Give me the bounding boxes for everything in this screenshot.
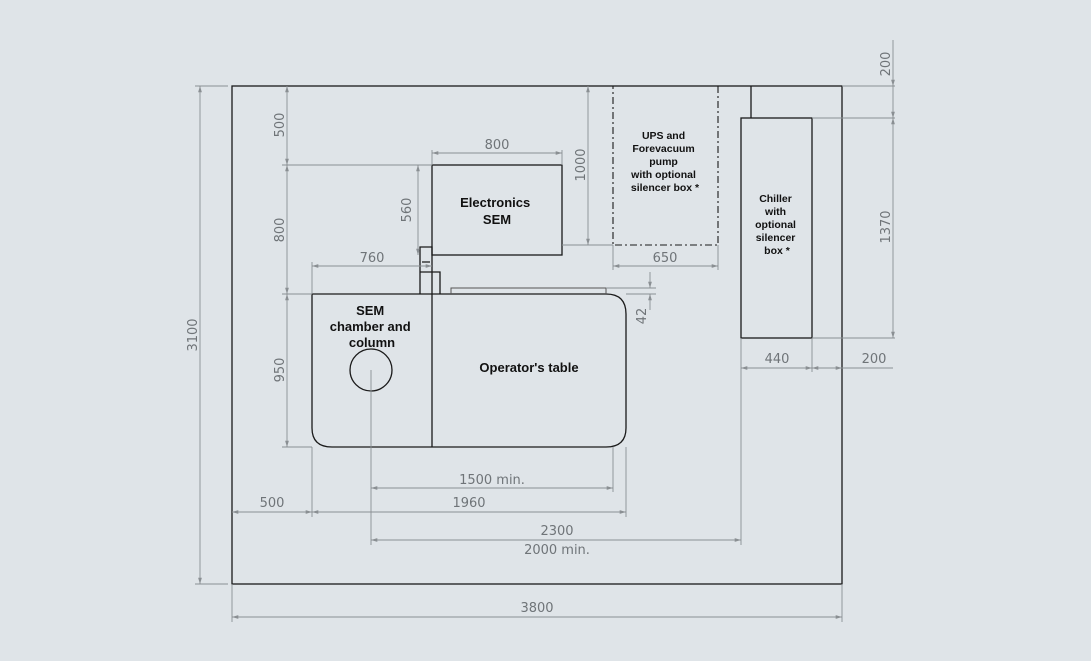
dim-1500min: 1500 min. xyxy=(459,473,525,488)
dim-3100: 3100 xyxy=(186,318,201,351)
electronics-sem-box xyxy=(431,164,563,256)
ups-box xyxy=(612,85,719,246)
room-outline xyxy=(231,85,843,585)
ups-label: UPS and Forevacuum pump with optional si… xyxy=(630,130,700,194)
electronics-sem-label: Electronics SEM xyxy=(460,195,534,227)
dim-1960: 1960 xyxy=(452,496,485,511)
chiller-box xyxy=(740,117,813,339)
dim-950: 950 xyxy=(273,358,288,383)
dim-500-left: 500 xyxy=(273,113,288,138)
dim-560: 560 xyxy=(400,198,415,223)
dim-800-left: 800 xyxy=(273,218,288,243)
dim-200-top: 200 xyxy=(879,52,894,77)
dim-3800: 3800 xyxy=(520,601,553,616)
operator-desk-outline xyxy=(311,293,627,448)
dim-200-right: 200 xyxy=(862,352,887,367)
dim-800-top: 800 xyxy=(485,138,510,153)
dim-500-bottom: 500 xyxy=(260,496,285,511)
operators-table-label: Operator's table xyxy=(479,360,578,375)
dim-650: 650 xyxy=(653,251,678,266)
extension-lines xyxy=(195,85,895,622)
dim-2300: 2300 xyxy=(540,524,573,539)
dim-2000min: 2000 min. xyxy=(524,543,590,558)
dim-440: 440 xyxy=(765,352,790,367)
sem-chamber-label: SEM chamber and column xyxy=(330,303,415,350)
cable-connector xyxy=(419,246,441,294)
dim-42: 42 xyxy=(635,308,650,325)
dim-1370: 1370 xyxy=(879,210,894,243)
dim-1000: 1000 xyxy=(574,148,589,181)
chiller-label: Chiller with optional silencer box * xyxy=(755,193,799,257)
table-top-edge xyxy=(450,287,607,294)
dim-760: 760 xyxy=(360,251,385,266)
